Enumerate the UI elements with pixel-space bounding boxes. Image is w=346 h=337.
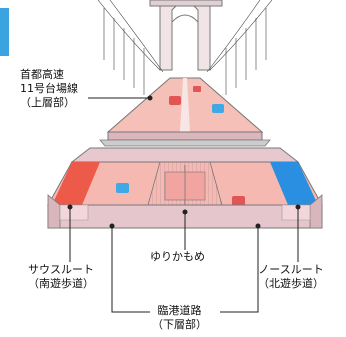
car-blue-lower: [116, 183, 129, 193]
south-route-label-line1: サウスルート: [28, 263, 94, 276]
upper-deck-label-line1: 首都高速: [20, 68, 64, 81]
upper-deck-label-line3: （上層部）: [20, 96, 75, 109]
lower-deck-label-line1: 臨港道路: [157, 304, 202, 317]
lower-deck-label-line2: （下層部）: [152, 318, 207, 331]
south-route-label-line2: （南遊歩道）: [28, 277, 94, 290]
suspension-cables: [97, 0, 273, 95]
lower-deck: [47, 161, 323, 229]
car-red-upper-small: [193, 86, 201, 92]
upper-deck-label: 首都高速 11号台場線 （上層部）: [20, 68, 78, 110]
tower: [149, 0, 223, 71]
upper-deck: [99, 77, 271, 147]
north-route-label-line1: ノースルート: [258, 263, 324, 276]
south-walkway: [52, 162, 100, 205]
middle-truss: [70, 147, 300, 163]
car-red-lower: [232, 196, 245, 206]
north-route-label: ノースルート （北遊歩道）: [258, 263, 324, 291]
upper-deck-label-line2: 11号台場線: [20, 82, 78, 95]
yurikamome-label: ゆりかもめ: [150, 250, 205, 263]
lower-deck-label: 臨港道路 （下層部）: [152, 304, 207, 332]
north-walkway: [270, 162, 318, 205]
car-red-upper: [169, 96, 181, 105]
car-blue-upper: [212, 104, 224, 113]
edge-accent-bar: [0, 8, 9, 56]
south-route-label: サウスルート （南遊歩道）: [28, 263, 94, 291]
leader-lines: [67, 95, 301, 313]
north-route-label-line2: （北遊歩道）: [258, 277, 324, 290]
